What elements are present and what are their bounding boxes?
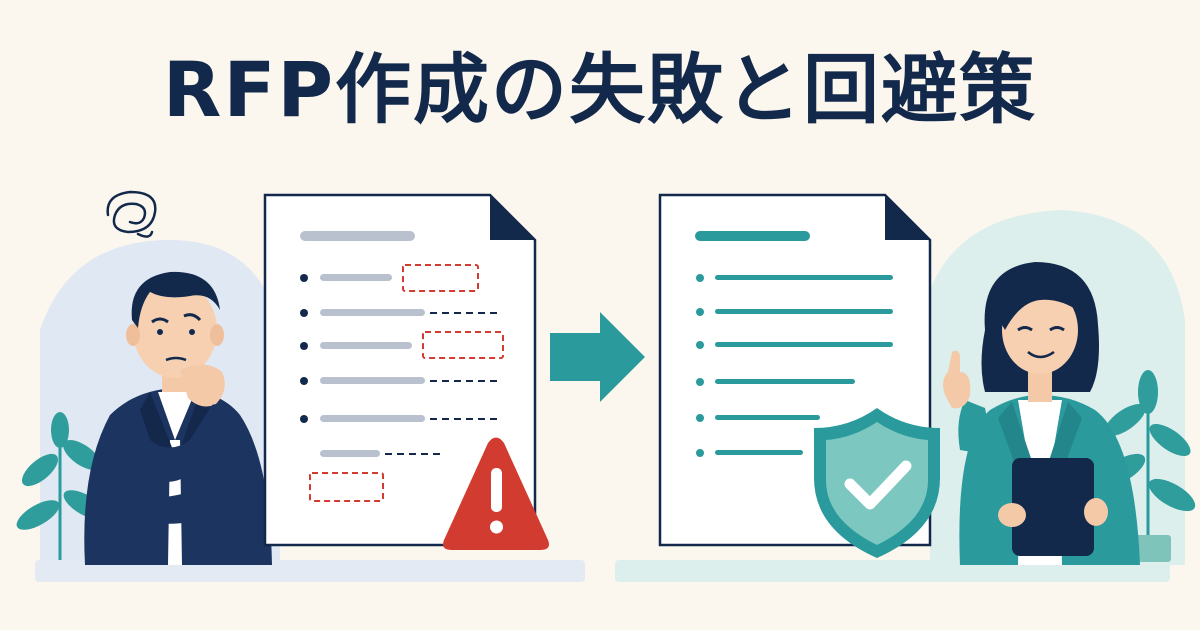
scribble-confusion-icon [106,190,157,238]
left-document-icon [263,193,537,547]
page-title: RFP作成の失敗と回避策 [162,45,1038,134]
warning-triangle-icon [443,437,549,550]
right-document-lines [696,274,893,457]
right-floor [615,560,1170,582]
left-floor [35,560,585,582]
arrow-right-icon [550,312,645,402]
left-plant-icon [16,412,107,560]
shield-check-icon [814,408,940,558]
right-person-woman [943,262,1140,565]
left-person-man [84,271,273,565]
left-document-lines [300,264,504,502]
